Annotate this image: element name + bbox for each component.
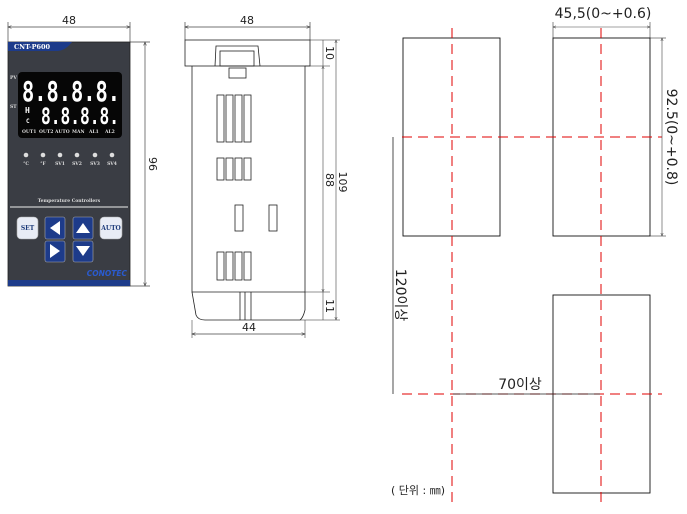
centerlines xyxy=(402,28,662,505)
brand-logo: CONOTEC xyxy=(87,269,128,278)
pv-label: PV xyxy=(10,75,17,81)
side-total-dim: 109 xyxy=(336,172,349,193)
front-bezel xyxy=(184,39,311,67)
left-arrow-icon xyxy=(50,221,60,235)
indicator-man: MAN xyxy=(72,129,85,135)
side-base-dim: 44 xyxy=(242,321,256,334)
indicator-out2: OUT2 xyxy=(39,129,53,135)
indicator-out1: OUT1 xyxy=(22,129,36,135)
led-sv4 xyxy=(109,152,115,158)
led-sv1 xyxy=(57,152,63,158)
side-view xyxy=(185,22,340,338)
set-button-label: SET xyxy=(21,225,35,232)
indicator-al2: AL2 xyxy=(104,129,115,135)
side-body-dim: 88 xyxy=(323,173,336,187)
terminal-base xyxy=(191,291,306,321)
panel-cutout xyxy=(392,22,666,505)
model-label: CNT-P600 xyxy=(14,43,51,51)
sv-display: 8.8.8.8. xyxy=(41,105,119,130)
indicator-labels: OUT1 OUT2 AUTO MAN AL1 AL2 xyxy=(22,129,115,135)
st-label: ST xyxy=(10,104,17,110)
horizontal-spacing-dim: 70이상 xyxy=(498,377,542,393)
led-row: °C °F SV1 SV2 SV3 SV4 xyxy=(23,152,117,167)
set-button[interactable] xyxy=(16,216,39,240)
led-sv2 xyxy=(74,152,80,158)
led-sv3 xyxy=(92,152,98,158)
down-arrow-icon xyxy=(76,246,90,256)
lcd-display xyxy=(18,72,122,138)
auto-button[interactable] xyxy=(99,216,123,240)
up-arrow-icon xyxy=(76,223,90,233)
led-celsius xyxy=(23,152,29,158)
mode-c: C xyxy=(26,118,30,125)
latch-window xyxy=(228,67,247,79)
vertical-spacing-dim: 120이상 xyxy=(392,269,408,322)
indicator-auto: AUTO xyxy=(54,129,70,135)
led-label-celsius: °C xyxy=(23,161,29,167)
side-width-dim: 48 xyxy=(240,14,254,27)
led-label-fahrenheit: °F xyxy=(40,161,46,167)
front-width-dim: 48 xyxy=(62,14,76,27)
right-arrow-icon xyxy=(50,244,60,258)
model-band xyxy=(8,42,72,51)
auto-button-label: AUTO xyxy=(100,225,121,232)
pv-display: 8.8.8.8. xyxy=(22,75,120,108)
indicator-al1: AL1 xyxy=(88,129,99,135)
unit-note: ( 단위 : ㎜) xyxy=(391,484,445,497)
led-label-sv2: SV2 xyxy=(72,161,82,167)
vent-slots xyxy=(216,94,278,281)
mode-h: H xyxy=(25,106,30,115)
bottom-band xyxy=(8,280,130,286)
led-fahrenheit xyxy=(40,152,46,158)
side-bottom-dim: 11 xyxy=(323,299,336,313)
front-height-dim: 96 xyxy=(146,157,159,171)
cutout-height-dim: 92.5(0~+0.8) xyxy=(663,89,679,186)
led-label-sv3: SV3 xyxy=(90,161,100,167)
caption: Temperature Controllers xyxy=(38,198,101,204)
led-label-sv1: SV1 xyxy=(55,161,65,167)
cutout-width-dim: 45,5(0~+0.6) xyxy=(555,6,652,22)
keypad: SET AUTO xyxy=(16,216,123,263)
side-top-dim: 10 xyxy=(323,46,336,60)
led-label-sv4: SV4 xyxy=(107,161,117,167)
housing xyxy=(191,66,306,293)
latch xyxy=(214,45,261,67)
front-view: 48 96 CNT-P600 PV ST 8.8.8.8. 8.8.8.8. H… xyxy=(8,14,159,286)
